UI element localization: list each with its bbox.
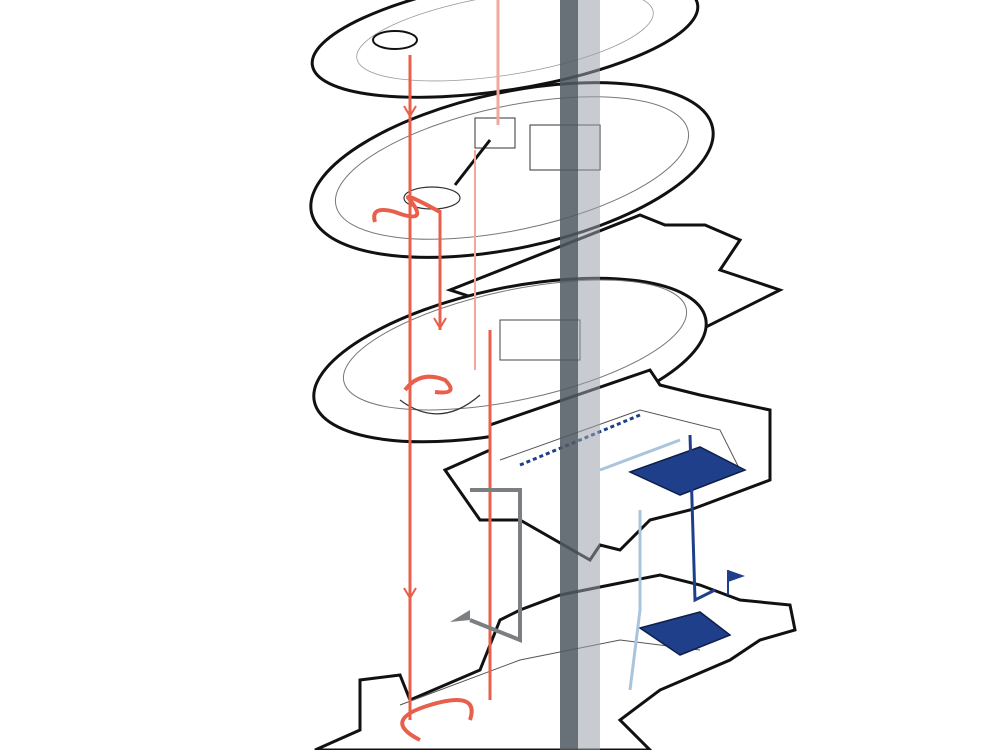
flag-marker-grey xyxy=(450,610,470,622)
red-circulation xyxy=(372,0,500,720)
stair-cylinder xyxy=(372,30,418,50)
arrow-down-red xyxy=(433,317,447,330)
flag-marker-blue xyxy=(728,570,745,582)
blue-hall-lower xyxy=(638,611,732,656)
blue-hall-upper xyxy=(628,446,747,496)
arrow-down-red xyxy=(403,105,417,118)
arrow-down-red xyxy=(403,587,417,600)
level-bottom-plate xyxy=(314,573,797,750)
vertical-core xyxy=(560,0,600,750)
service-paths xyxy=(450,434,745,691)
